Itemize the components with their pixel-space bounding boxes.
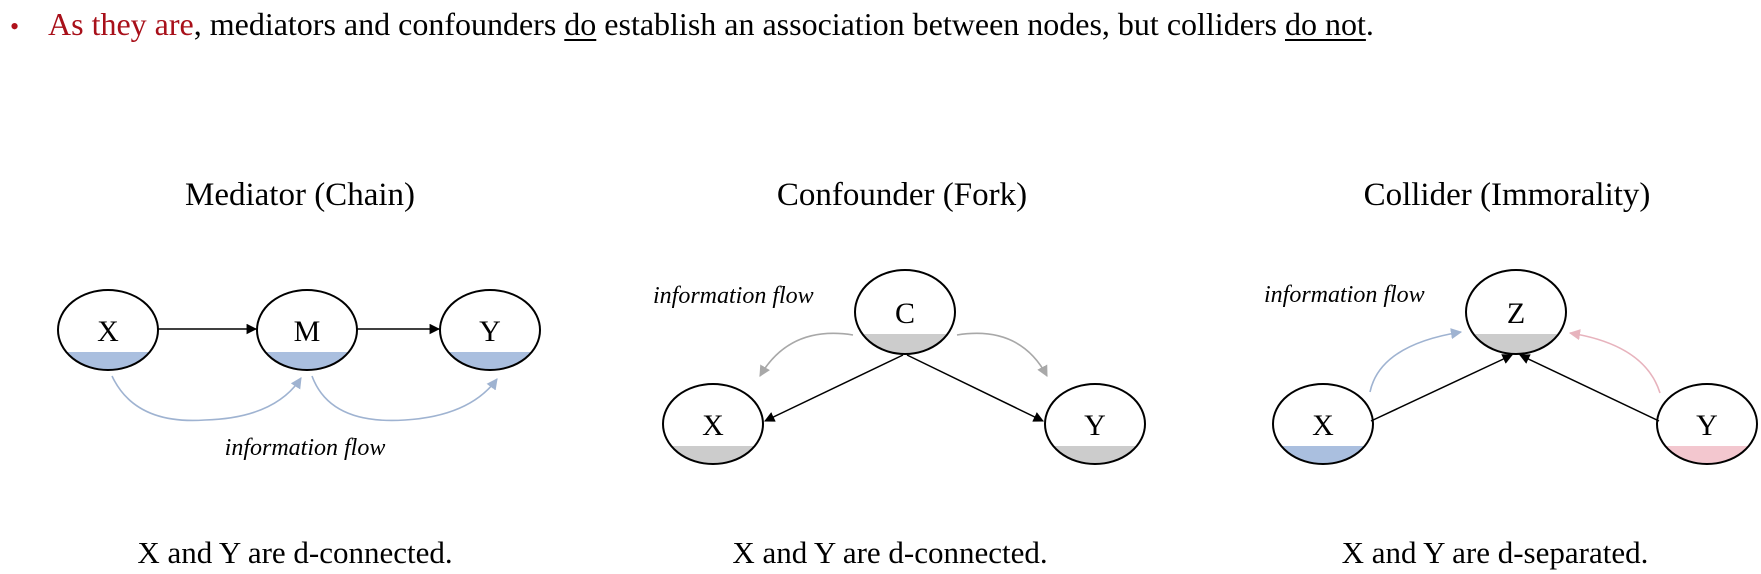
bullet-emph-do-not: do not: [1285, 6, 1366, 42]
collider-flow-label: information flow: [1264, 282, 1425, 308]
collider-label-z: Z: [1507, 297, 1525, 330]
mediator-label-x: X: [97, 315, 119, 348]
collider-title: Collider (Immorality): [1364, 177, 1651, 213]
confounder-title: Confounder (Fork): [777, 177, 1027, 213]
collider-node-x: [1272, 383, 1374, 465]
confounder-label-y: Y: [1084, 409, 1106, 442]
mediator-y-fill: [440, 352, 540, 370]
collider-edge-x-z: [1370, 354, 1513, 422]
mediator-title: Mediator (Chain): [185, 177, 415, 213]
confounder-x-fill: [663, 446, 763, 464]
collider-label-x: X: [1312, 409, 1334, 442]
confounder-label-x: X: [702, 409, 724, 442]
collider-flow-arrow-blue: [1369, 328, 1463, 393]
bullet-text: •As they are, mediators and confounders …: [10, 4, 1374, 47]
mediator-x-fill: [58, 352, 158, 370]
bullet-part3: .: [1365, 6, 1374, 42]
mediator-label-m: M: [294, 315, 321, 348]
collider-flow-arrow-pink: [1568, 329, 1661, 394]
mediator-diagram: Mediator (Chain) X M Y information flow …: [57, 177, 541, 570]
confounder-edge-c-x: [764, 354, 904, 422]
confounder-c-fill: [855, 334, 955, 354]
confounder-node-x: [662, 383, 764, 465]
collider-node-y: [1656, 383, 1758, 465]
collider-edge-y-z: [1519, 354, 1660, 422]
mediator-flow-label: information flow: [225, 435, 386, 461]
confounder-flow-label: information flow: [653, 283, 814, 309]
bullet-emph-do: do: [564, 6, 597, 42]
bullet-lead: As they are: [48, 6, 194, 42]
mediator-flow-arrow-2: [311, 375, 498, 422]
bullet-part2: establish an association between nodes, …: [596, 6, 1285, 42]
collider-label-y: Y: [1696, 409, 1718, 442]
confounder-caption: X and Y are d-connected.: [732, 535, 1047, 570]
confounder-edge-c-y: [906, 354, 1044, 422]
confounder-flow-arrow-right: [956, 332, 1048, 377]
collider-caption: X and Y are d-separated.: [1342, 535, 1649, 570]
collider-diagram: Collider (Immorality) Z X Y information …: [1264, 177, 1758, 570]
mediator-m-fill: [257, 352, 357, 370]
confounder-node-c: [854, 269, 956, 355]
confounder-diagram: Confounder (Fork) C X Y information flow…: [653, 177, 1146, 570]
confounder-node-y: [1044, 383, 1146, 465]
mediator-caption: X and Y are d-connected.: [137, 535, 452, 570]
collider-x-fill: [1273, 446, 1373, 464]
confounder-label-c: C: [895, 297, 915, 330]
confounder-flow-arrow-left: [759, 332, 854, 377]
collider-node-z: [1465, 269, 1567, 355]
mediator-label-y: Y: [479, 315, 501, 348]
bullet-part1: , mediators and confounders: [193, 6, 565, 42]
bullet-marker: •: [10, 12, 20, 41]
mediator-node-x: [57, 289, 159, 371]
mediator-flow-arrow-1: [111, 375, 302, 422]
